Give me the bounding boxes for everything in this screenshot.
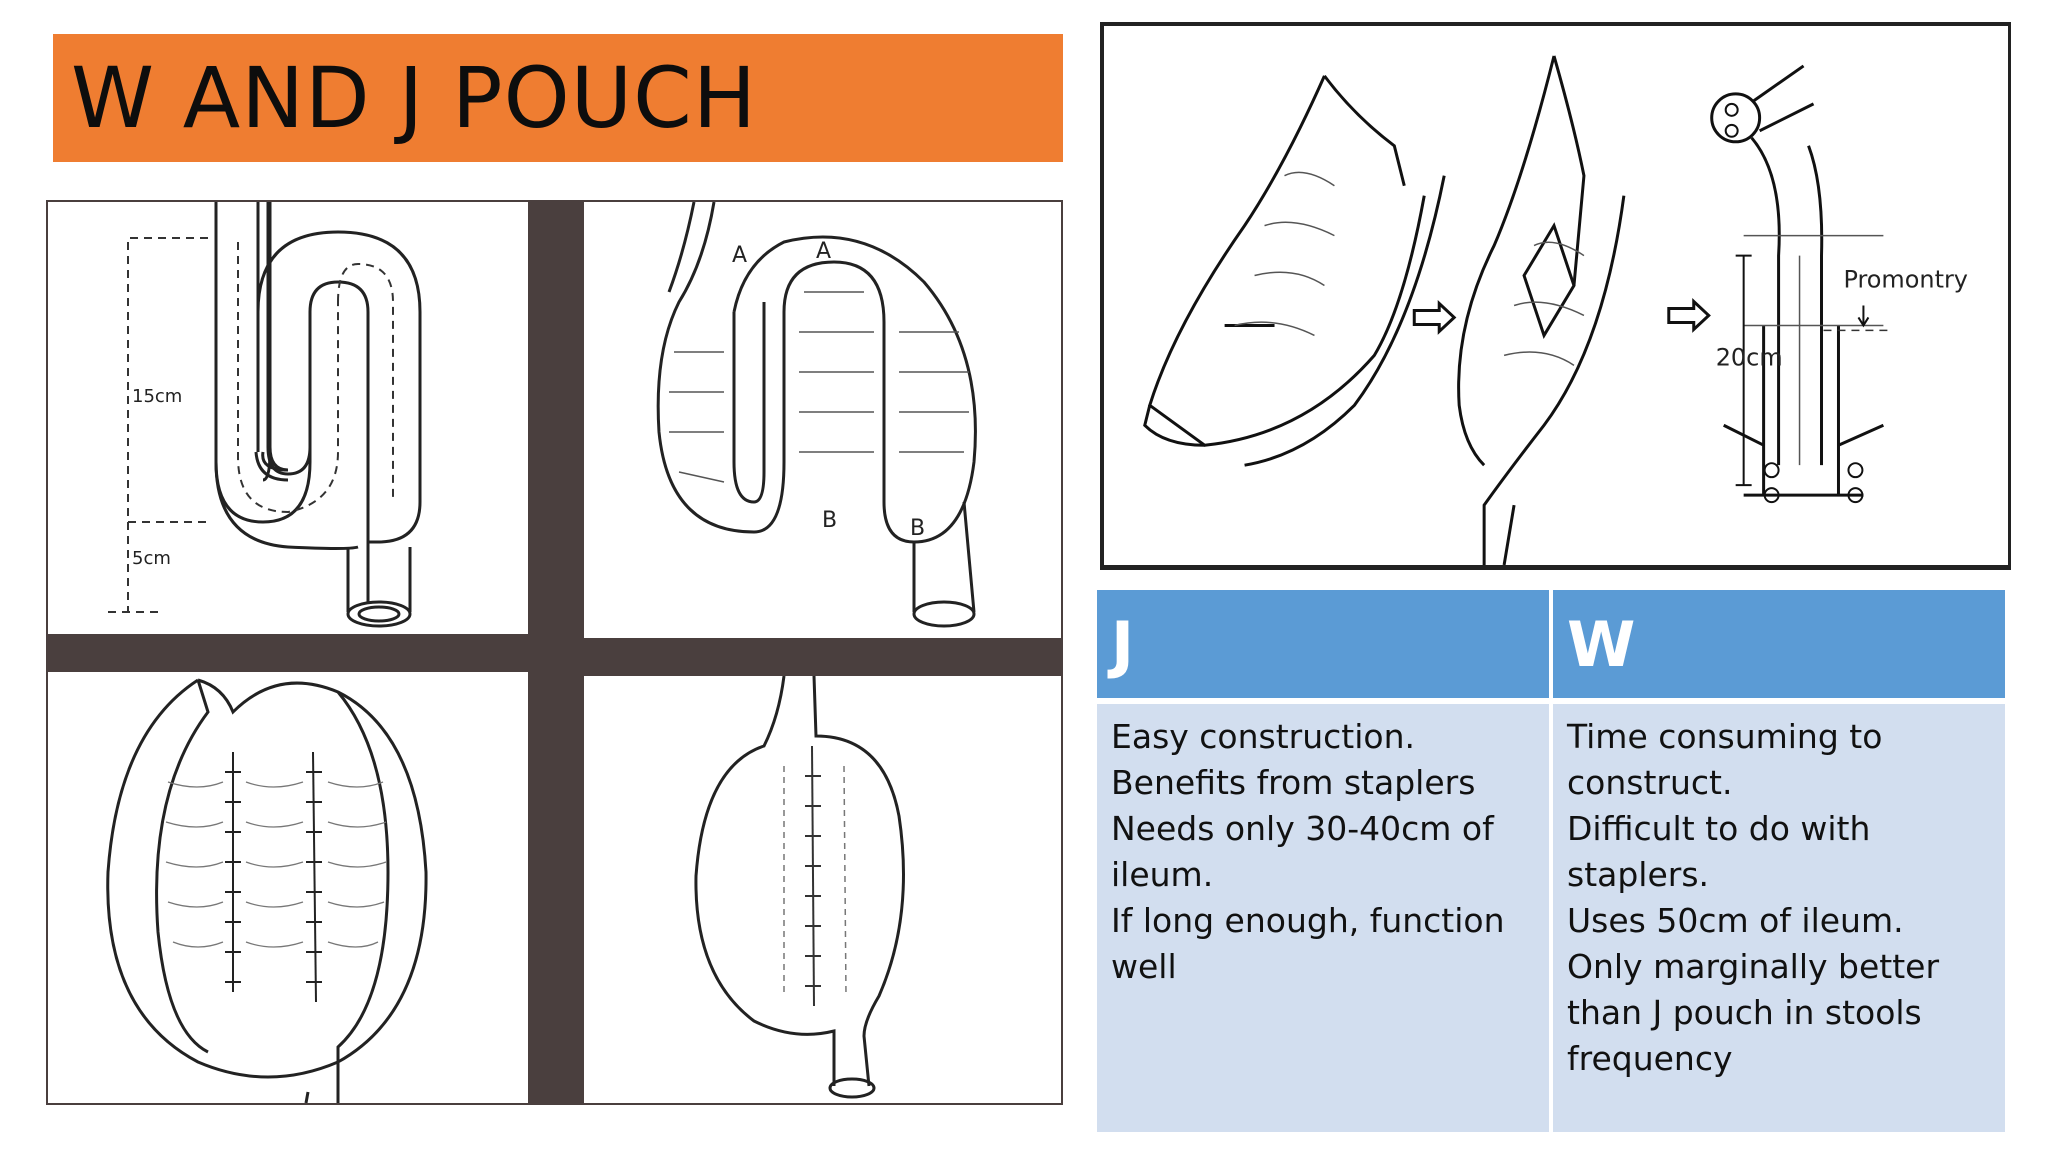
panel-w-loop-opened: A A B B [584,202,1061,638]
w-line: Only marginally better [1567,947,1940,986]
w-pouch-sutured-drawing [106,678,428,1103]
slide-title: W AND J POUCH [71,49,757,147]
w-loop-measured-drawing: 15cm 5cm [108,202,422,628]
w-line: than J pouch in stools [1567,993,1922,1032]
measure-15cm-label: 15cm [132,386,182,407]
panel-w-pouch-sutured [48,672,528,1103]
j-line: Needs only 30-40cm of [1111,809,1494,848]
panel-w-loop-measured: 15cm 5cm [48,202,528,634]
measure-5cm-label: 5cm [132,548,171,569]
w-line: staplers. [1567,855,1710,894]
mark-a-left: A [732,243,747,268]
j-pouch-drawing: Promontry 20cm [1143,55,1968,565]
w-line: frequency [1567,1039,1733,1078]
w-pouch-illustration: 15cm 5cm A A B B [46,200,1063,1105]
w-pouch-closed-drawing [694,676,905,1099]
table-row: Easy construction. Benefits from stapler… [1097,701,2005,1132]
w-line: construct. [1567,763,1733,802]
promontry-label: Promontry [1843,266,1968,294]
j-line: ileum. [1111,855,1214,894]
j-vs-w-comparison-table: J W Easy construction. Benefits from sta… [1097,590,2005,1132]
w-line: Difficult to do with [1567,809,1871,848]
j-pouch-illustration: Promontry 20cm [1100,22,2011,570]
header-w: W [1551,590,2005,704]
slide-title-bar: W AND J POUCH [53,34,1063,162]
w-line: Time consuming to [1567,717,1883,756]
j-line: Easy construction. [1111,717,1415,756]
panel-w-pouch-closed [584,676,1061,1103]
measure-20cm-label: 20cm [1716,343,1783,371]
w-line: Uses 50cm of ileum. [1567,901,1904,940]
cell-w-features: Time consuming to construct. Difficult t… [1551,701,2005,1132]
mark-b-right: B [910,516,925,541]
j-line: If long enough, function [1111,901,1505,940]
cell-j-features: Easy construction. Benefits from stapler… [1097,701,1553,1132]
mark-b-left: B [822,508,837,533]
j-line: well [1111,947,1177,986]
mark-a-right: A [816,239,831,264]
table-header-row: J W [1097,590,2005,704]
j-line: Benefits from staplers [1111,763,1476,802]
w-loop-opened-drawing: A A B B [656,202,977,628]
header-j: J [1097,590,1553,704]
